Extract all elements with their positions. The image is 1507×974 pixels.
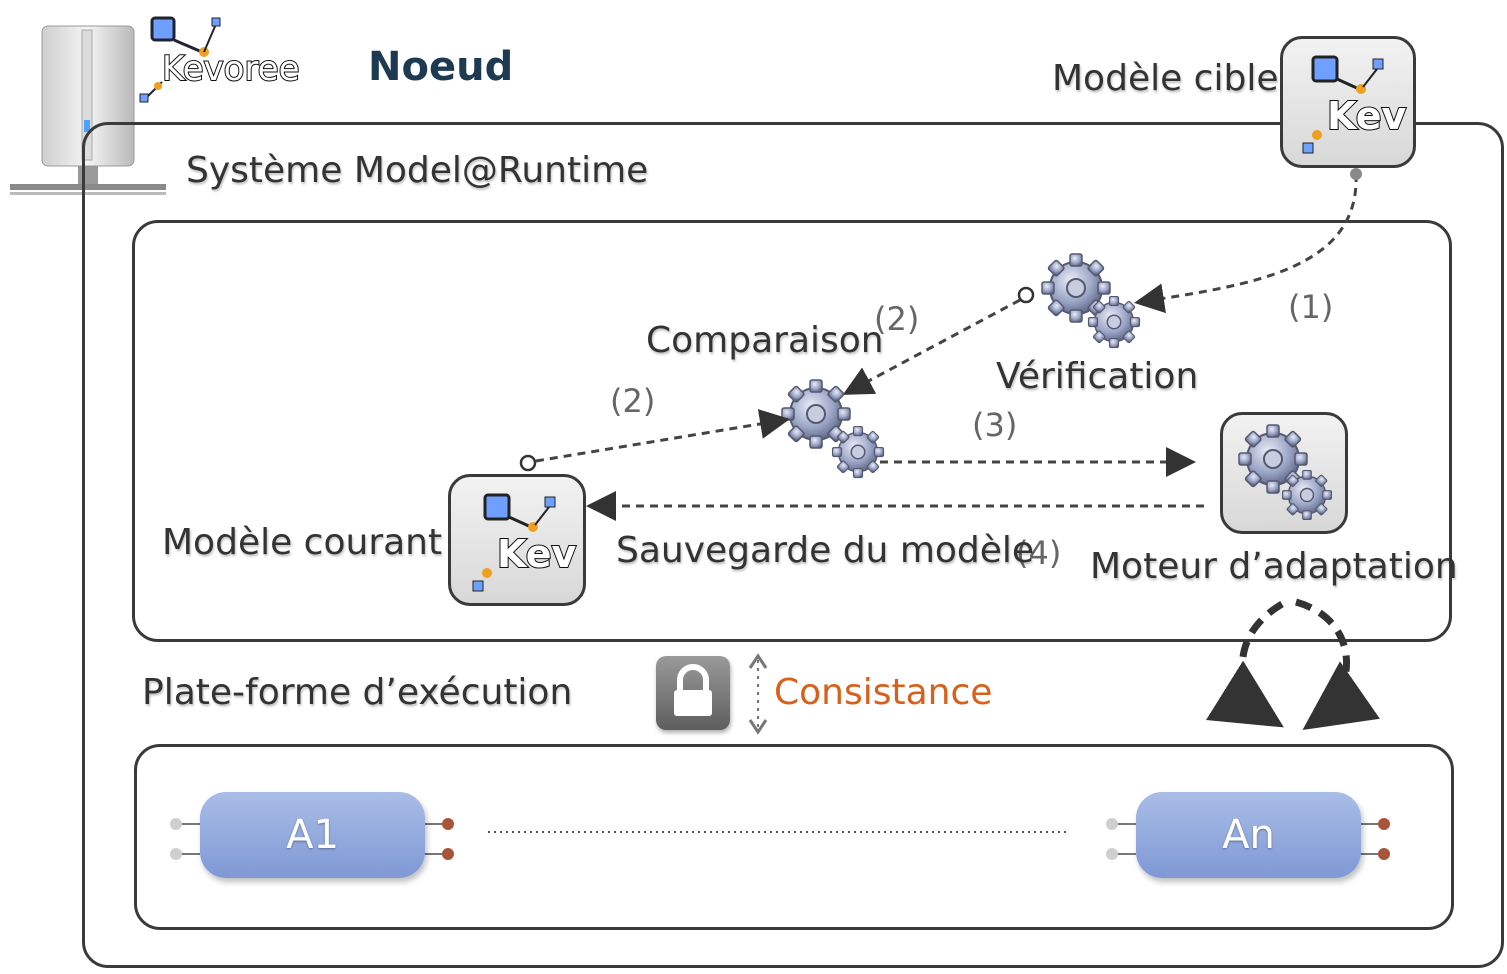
kevoree-logo-text: Kevoree [162,49,300,89]
step-3-label: (3) [972,406,1018,444]
kev-icon-text: Kev [1327,94,1407,138]
kev-model-icon: Kev [472,493,578,592]
outer-frame [82,122,1504,968]
arrow-verification-to-comparison [842,298,1021,395]
arrow-target-to-verification [1134,173,1358,314]
adaptation-loop-arrow-return [1294,598,1380,731]
kevoree-logo: Kevoree [139,16,301,103]
system-label: Système Model@Runtime [186,150,649,191]
adaptation-engine-label: Moteur d’adaptation [1090,546,1458,587]
current-model-box: Kev [448,474,586,606]
adaptation-loop-arrow [1205,601,1284,728]
save-model-label: Sauvegarde du modèle [616,530,1035,571]
step-4-label: (4) [1016,534,1062,572]
current-model-label: Modèle courant [162,522,443,563]
verification-label: Vérification [996,356,1199,397]
platform-frame [134,744,1454,930]
step-2-label-upper: (2) [874,300,920,338]
comparison-label: Comparaison [646,320,884,361]
kev-model-icon: Kev [1302,55,1408,154]
kev-icon-text: Kev [497,532,577,576]
platform-label: Plate-forme d’exécution [142,672,573,713]
consistency-label: Consistance [774,672,993,713]
lock-icon [656,656,730,730]
target-model-label: Modèle cible [1052,58,1279,99]
target-model-box: Kev [1280,36,1416,168]
adaptation-engine-box [1220,412,1348,534]
step-2-label-lower: (2) [610,382,656,420]
step-1-label: (1) [1288,288,1334,326]
runtime-frame [132,220,1452,642]
component-an: An [1136,792,1361,878]
page-title: Noeud [368,44,514,90]
component-a1: A1 [200,792,425,878]
